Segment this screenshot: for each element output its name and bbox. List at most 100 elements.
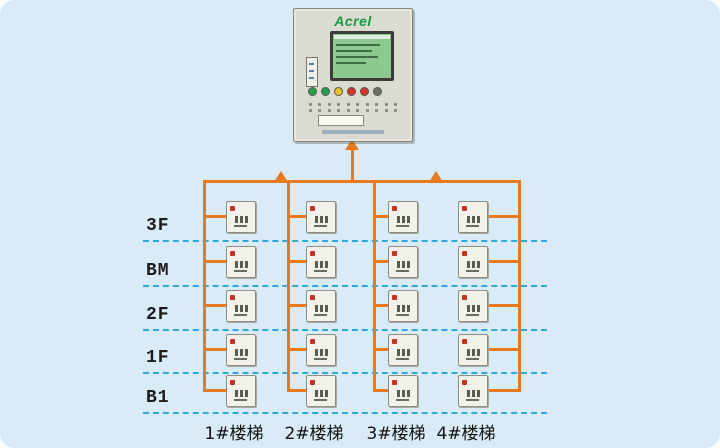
bus-direction-arrow-up <box>274 171 288 182</box>
panel-label-text <box>322 130 384 134</box>
device-module <box>458 334 488 366</box>
device-module <box>458 246 488 278</box>
feed-line-column-3 <box>373 180 376 391</box>
stair-label: 3#楼梯 <box>366 424 426 444</box>
device-terminal <box>402 305 405 312</box>
screen-text-line <box>336 62 366 64</box>
device-module <box>306 201 336 233</box>
device-terminal <box>397 305 400 312</box>
stair-label: 4#楼梯 <box>436 424 496 444</box>
device-stub-line <box>287 304 306 307</box>
panel-indicator-light <box>318 103 322 106</box>
panel-level-gauge <box>306 57 318 87</box>
floor-dashed-line <box>143 412 547 414</box>
panel-arrow-up <box>345 139 359 150</box>
device-terminal <box>407 216 410 223</box>
device-terminal <box>467 216 470 223</box>
device-led-indicator <box>392 380 397 385</box>
panel-indicator-light <box>346 109 350 112</box>
screen-header-strip <box>334 35 390 39</box>
device-terminal <box>467 261 470 268</box>
device-terminal <box>397 349 400 356</box>
device-base-line <box>234 314 247 316</box>
device-led-indicator <box>310 206 315 211</box>
panel-indicator-row <box>309 109 397 112</box>
device-terminal <box>472 305 475 312</box>
device-terminal <box>402 390 405 397</box>
panel-indicator-light <box>365 103 369 106</box>
device-terminal <box>325 390 328 397</box>
device-terminal <box>402 349 405 356</box>
device-module <box>388 201 418 233</box>
device-led-indicator <box>310 251 315 256</box>
device-stub-line <box>486 348 521 351</box>
feed-line-column-2 <box>287 180 290 391</box>
device-terminal <box>325 216 328 223</box>
panel-indicator-light <box>337 109 341 112</box>
device-stub-line <box>486 260 521 263</box>
device-base-line <box>466 270 479 272</box>
device-stub-line <box>203 215 226 218</box>
screen-text-line <box>336 56 378 58</box>
floor-label: 3F <box>146 216 170 236</box>
panel-indicator-light <box>365 109 369 112</box>
floor-label: 1F <box>146 348 170 368</box>
feed-line-column-4 <box>518 180 521 391</box>
device-terminal <box>320 390 323 397</box>
device-terminal <box>397 261 400 268</box>
panel-button <box>308 87 317 96</box>
device-terminal <box>240 390 243 397</box>
device-module <box>306 290 336 322</box>
panel-indicator-row <box>309 103 397 106</box>
device-terminal <box>467 305 470 312</box>
device-module <box>388 334 418 366</box>
device-module <box>458 375 488 407</box>
bus-line <box>203 180 521 183</box>
device-base-line <box>234 399 247 401</box>
device-base-line <box>396 314 409 316</box>
device-led-indicator <box>392 339 397 344</box>
feed-line-column-1 <box>203 180 206 391</box>
panel-button <box>360 87 369 96</box>
device-module <box>388 246 418 278</box>
device-terminal <box>402 261 405 268</box>
device-stub-line <box>203 348 226 351</box>
panel-indicator-light <box>356 103 360 106</box>
device-led-indicator <box>310 380 315 385</box>
panel-indicator-light <box>327 103 331 106</box>
device-base-line <box>466 358 479 360</box>
device-terminal <box>472 390 475 397</box>
device-terminal <box>397 390 400 397</box>
device-led-indicator <box>462 206 467 211</box>
device-terminal <box>245 261 248 268</box>
device-terminal <box>477 390 480 397</box>
panel-indicator-light <box>356 109 360 112</box>
device-terminal <box>397 216 400 223</box>
device-base-line <box>466 399 479 401</box>
device-terminal <box>402 216 405 223</box>
device-base-line <box>396 225 409 227</box>
panel-indicator-light <box>375 109 379 112</box>
device-terminal <box>472 216 475 223</box>
device-terminal <box>235 261 238 268</box>
device-led-indicator <box>392 206 397 211</box>
device-base-line <box>234 225 247 227</box>
device-led-indicator <box>230 251 235 256</box>
device-terminal <box>240 261 243 268</box>
device-led-indicator <box>462 380 467 385</box>
device-stub-line <box>203 260 226 263</box>
device-stub-line <box>373 389 388 392</box>
screen-text-line <box>336 44 380 46</box>
device-terminal <box>245 216 248 223</box>
device-terminal <box>315 216 318 223</box>
device-stub-line <box>486 215 521 218</box>
floor-dashed-line <box>143 240 547 242</box>
device-terminal <box>315 390 318 397</box>
device-terminal <box>320 261 323 268</box>
device-terminal <box>240 216 243 223</box>
device-terminal <box>477 349 480 356</box>
device-terminal <box>235 349 238 356</box>
panel-indicator-light <box>318 109 322 112</box>
device-module <box>226 334 256 366</box>
